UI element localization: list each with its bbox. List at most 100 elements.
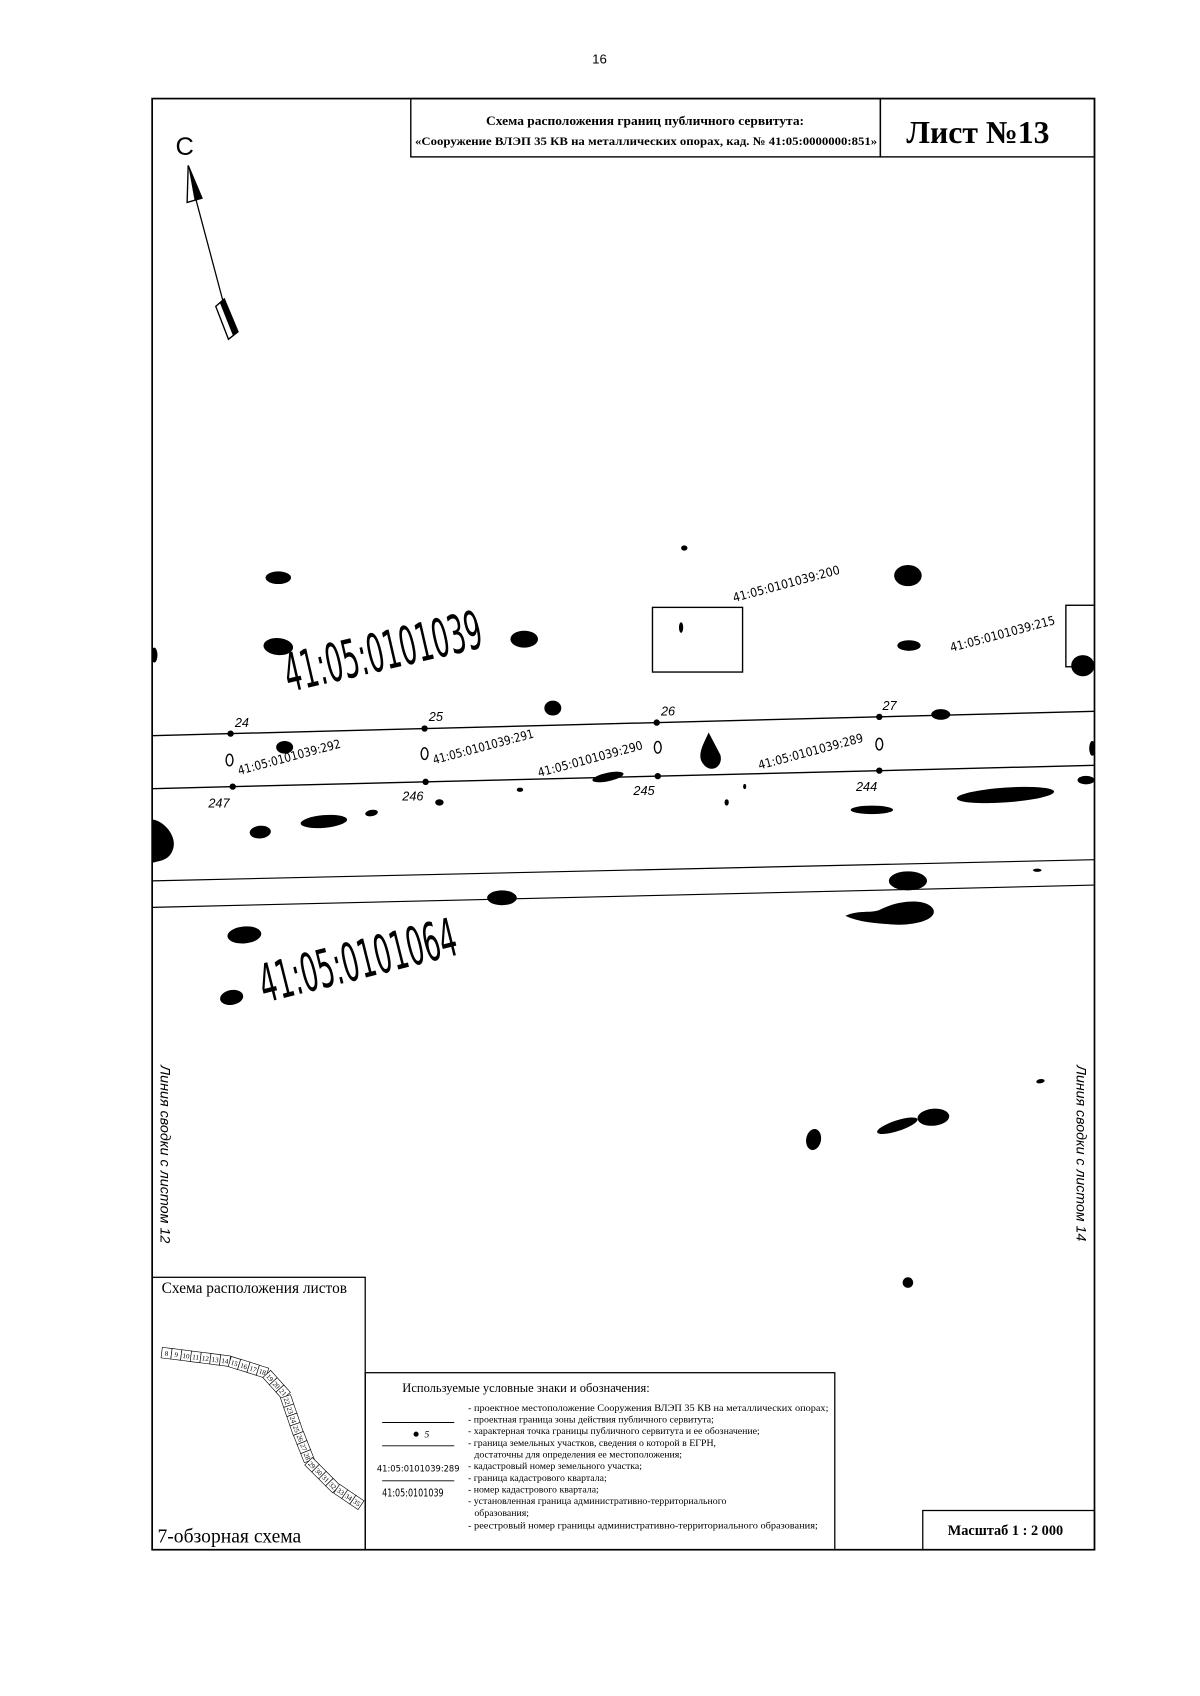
overview-sheet-cell: 12 bbox=[199, 1351, 212, 1365]
sheet-frame bbox=[151, 97, 1096, 1551]
map-vegetation-blob bbox=[263, 638, 294, 656]
overview-sheet-number: 9 bbox=[174, 1351, 179, 1359]
overview-sheet-cell: 8 bbox=[160, 1346, 173, 1360]
map-vegetation-blob bbox=[681, 545, 688, 551]
boundary-point bbox=[227, 730, 234, 737]
map-area: 24 25 26 27 247 246 245 244 41:05:010103… bbox=[152, 545, 1095, 1288]
legend-item: - граница земельных участков, сведения о… bbox=[468, 1438, 716, 1449]
legend-item: - кадастровый номер земельного участка; bbox=[468, 1461, 642, 1472]
pole-symbols bbox=[225, 737, 884, 767]
overview-sheet-cell: 13 bbox=[209, 1353, 222, 1366]
boundary-point-label: 24 bbox=[234, 715, 249, 730]
map-vegetation-blob bbox=[897, 640, 921, 651]
map-vegetation-blob bbox=[724, 799, 729, 806]
overview-sheet-number: 12 bbox=[201, 1354, 209, 1363]
overview-sheet-number: 34 bbox=[343, 1492, 354, 1503]
pole-symbol-icon bbox=[653, 740, 662, 754]
overview-sheet-number: 10 bbox=[182, 1352, 190, 1361]
map-vegetation-blob bbox=[1077, 775, 1095, 785]
servitude-boundary-south bbox=[152, 764, 1095, 790]
overview-sheet-cell: 26 bbox=[293, 1431, 308, 1445]
overview-sheet-number: 19 bbox=[264, 1373, 275, 1384]
map-vegetation-blob bbox=[227, 926, 262, 944]
legend-panel: Используемые условные знаки и обозначени… bbox=[364, 1372, 836, 1551]
map-vegetation-blob bbox=[435, 799, 444, 806]
overview-sheet-cell: 27 bbox=[296, 1440, 311, 1455]
map-vegetation-blob bbox=[1036, 1078, 1045, 1084]
overview-caption: 7-обзорная схема bbox=[157, 1526, 301, 1547]
legend-item: - установленная граница административно-… bbox=[468, 1496, 726, 1507]
overview-sheet-cell: 9 bbox=[170, 1348, 183, 1361]
map-vegetation-blob bbox=[365, 809, 378, 817]
north-arrow-icon: С bbox=[175, 133, 239, 341]
boundary-point bbox=[876, 713, 883, 721]
map-vegetation-blob bbox=[300, 814, 348, 829]
sheet-number: Лист №13 bbox=[906, 115, 1049, 150]
parcel-label: 41:05:0101039:215 bbox=[949, 613, 1057, 655]
legend-item: - проектная граница зоны действия публич… bbox=[468, 1415, 714, 1426]
boundary-point bbox=[421, 725, 428, 732]
boundary-point-label: 25 bbox=[428, 709, 444, 724]
legend-item: - граница кадастрового квартала; bbox=[468, 1473, 607, 1484]
map-vegetation-blob bbox=[544, 700, 562, 716]
map-vegetation-blob bbox=[902, 1277, 914, 1288]
overview-sheet-number: 20 bbox=[271, 1380, 282, 1391]
overview-sheet-number: 24 bbox=[288, 1415, 298, 1425]
parcel-label: 41:05:0101039:289 bbox=[757, 731, 865, 773]
map-vegetation-blob bbox=[845, 901, 934, 925]
north-arrow-head-fill bbox=[188, 165, 202, 201]
scale-panel: Масштаб 1 : 2 000 bbox=[922, 1509, 1096, 1551]
quarter-label: 41:05:0101064 bbox=[253, 907, 463, 1015]
overview-sheet-number: 13 bbox=[211, 1356, 219, 1365]
boundary-point-label: 247 bbox=[207, 796, 230, 811]
overview-sheet-number: 35 bbox=[351, 1498, 362, 1509]
overview-sheet-number: 18 bbox=[258, 1368, 268, 1378]
joint-line-right-label: Линия сводки с листом 14 bbox=[1073, 1064, 1088, 1241]
pole-symbol-icon bbox=[875, 737, 884, 751]
map-vegetation-blob bbox=[1089, 740, 1095, 756]
quarter-label: 41:05:0101039 bbox=[278, 600, 488, 705]
overview-sheet-box bbox=[349, 1494, 365, 1511]
boundary-point-label: 246 bbox=[401, 788, 424, 803]
sheet-number-box bbox=[879, 97, 1096, 158]
legend-box bbox=[364, 1372, 836, 1551]
map-vegetation-blob bbox=[700, 732, 721, 769]
north-label: С bbox=[175, 133, 193, 161]
overview-sheet-cell: 11 bbox=[189, 1350, 202, 1364]
map-vegetation-blob bbox=[678, 622, 684, 633]
parcel-label: 41:05:0101039:200 bbox=[731, 563, 841, 605]
map-vegetation-blob bbox=[1033, 868, 1042, 872]
overview-sheet-number: 22 bbox=[282, 1397, 292, 1407]
overview-sheet-number: 26 bbox=[295, 1434, 305, 1444]
scale-label: Масштаб 1 : 2 000 bbox=[948, 1523, 1063, 1539]
overview-title: Схема расположения листов bbox=[162, 1280, 347, 1297]
overview-sheet-number: 8 bbox=[164, 1350, 169, 1358]
legend-item: достаточны для определения ее местополож… bbox=[474, 1449, 682, 1460]
north-arrow-tail-fill bbox=[219, 298, 239, 335]
legend-item: - характерная точка границы публичного с… bbox=[468, 1426, 760, 1437]
map-vegetation-blob bbox=[1071, 655, 1095, 677]
road-edge-line bbox=[152, 859, 1095, 882]
overview-sheet-number: 27 bbox=[298, 1443, 308, 1453]
servitude-boundary-north bbox=[152, 710, 1095, 737]
legend-item: - номер кадастрового квартала; bbox=[468, 1484, 599, 1495]
boundary-point-label: 245 bbox=[632, 783, 655, 798]
overview-sheet-number: 30 bbox=[313, 1467, 324, 1478]
boundary-point-label: 27 bbox=[881, 698, 897, 713]
overview-sheet-number: 14 bbox=[221, 1357, 229, 1366]
overview-sheet-number: 29 bbox=[306, 1460, 317, 1471]
map-vegetation-blob bbox=[152, 819, 174, 863]
boundary-point bbox=[876, 767, 883, 774]
overview-sheet-number: 25 bbox=[291, 1424, 301, 1434]
building-outline bbox=[1065, 604, 1095, 668]
map-vegetation-blob bbox=[487, 890, 517, 906]
building-outline bbox=[651, 606, 744, 673]
map-vegetation-blob bbox=[743, 783, 747, 790]
overview-sheet-number: 16 bbox=[239, 1362, 249, 1372]
map-vegetation-blob bbox=[249, 825, 271, 839]
legend-title: Используемые условные знаки и обозначени… bbox=[402, 1381, 649, 1395]
overview-sheet-number: 23 bbox=[285, 1406, 295, 1416]
map-vegetation-blob bbox=[888, 871, 928, 891]
